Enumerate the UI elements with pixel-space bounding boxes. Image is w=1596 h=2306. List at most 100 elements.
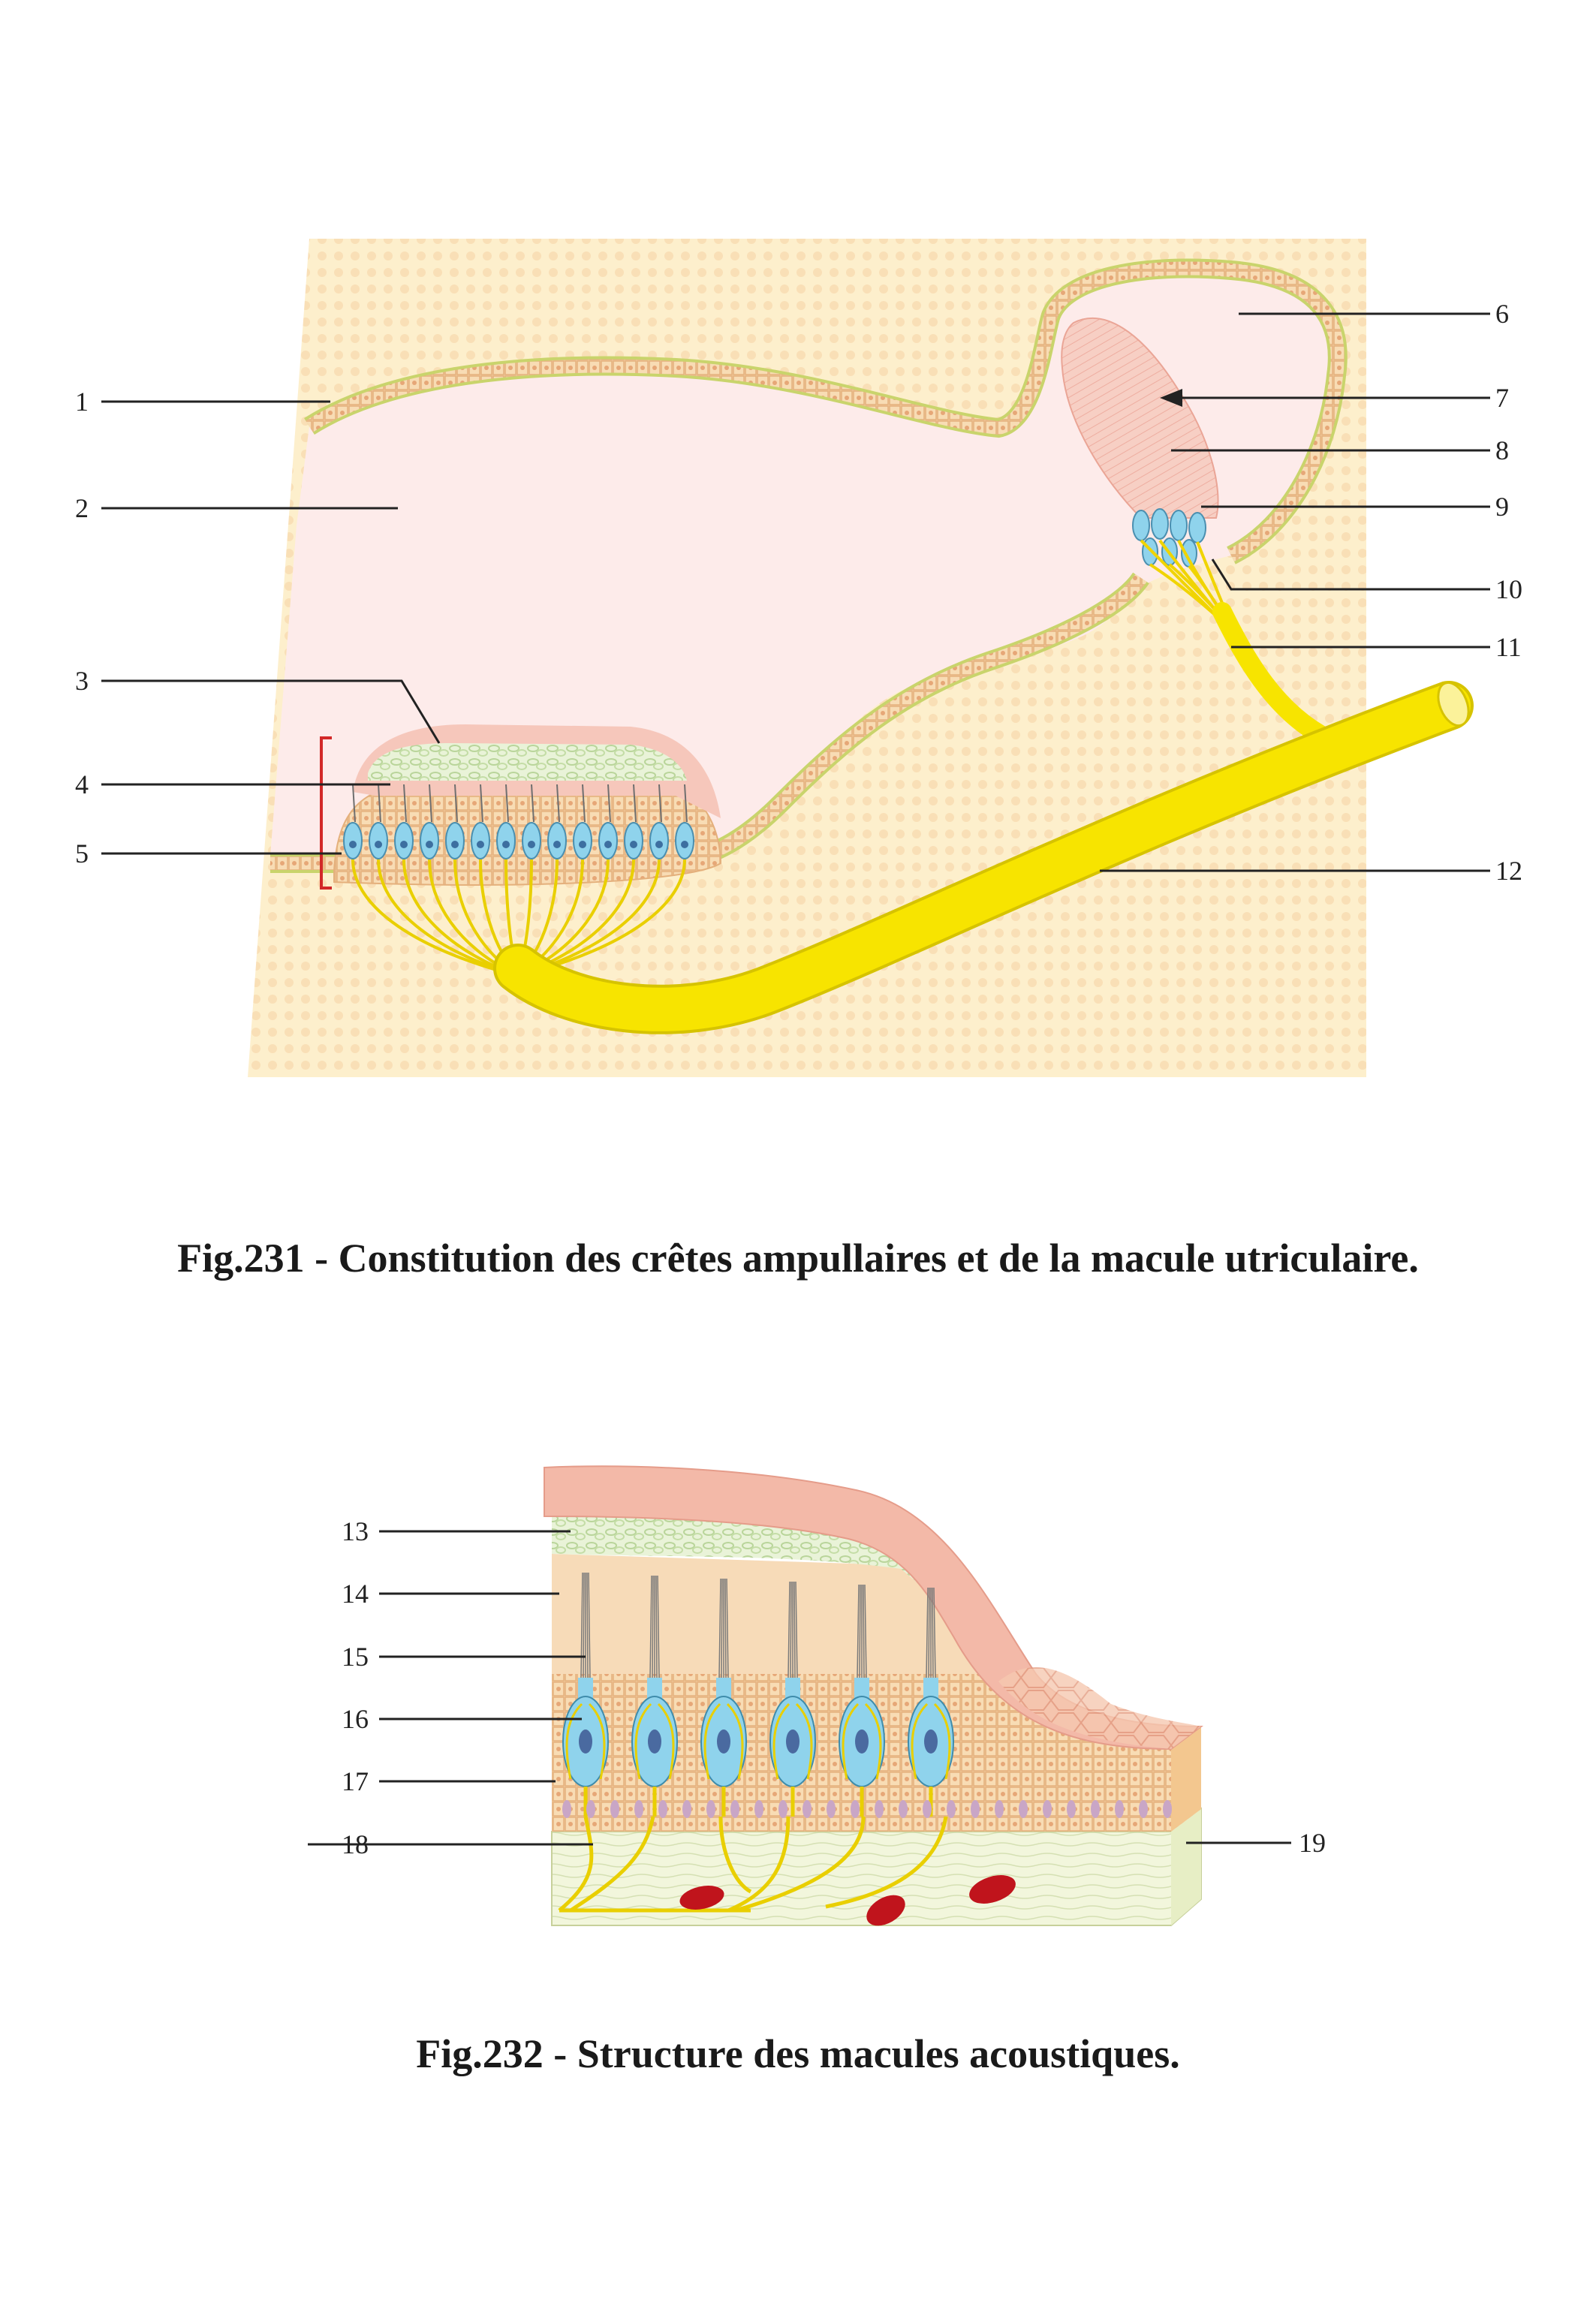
hair-cell-nucleus [786, 1730, 800, 1754]
stereocilium [864, 1584, 867, 1678]
stereocilia [684, 784, 688, 823]
stereocilia [429, 784, 432, 823]
figure-232-diagram [544, 1465, 1203, 1926]
crista-hair-cells [343, 784, 694, 859]
otolith-layer [552, 1513, 946, 1606]
label-4: 4 [75, 769, 89, 799]
afferent-nerve-fibers [558, 1816, 948, 1913]
supporting-cell-nucleus [706, 1800, 715, 1818]
hair-cell-nucleus [681, 841, 688, 848]
crista-fiber [402, 859, 519, 977]
label-5: 5 [75, 838, 89, 869]
nerve-calyx [911, 1702, 951, 1780]
macula-epithelium-side [1171, 1726, 1201, 1832]
crista-otolith-layer [368, 743, 687, 781]
supporting-cell-nucleus [730, 1800, 739, 1818]
supporting-cell-nucleus [1043, 1800, 1052, 1818]
stereocilia [480, 784, 483, 823]
stereocilium [718, 1578, 721, 1678]
supporting-cell-nucleus [947, 1800, 956, 1818]
label-16: 16 [342, 1704, 369, 1734]
macula-otolithic-membrane [1061, 318, 1219, 519]
label-7: 7 [1495, 383, 1509, 413]
label-11: 11 [1495, 632, 1522, 662]
label-12: 12 [1495, 856, 1522, 886]
label-10: 10 [1495, 574, 1522, 604]
supporting-cell-nucleus [610, 1800, 619, 1818]
utricular-nerve-branch [1212, 602, 1339, 749]
hair-cell-nucleus [648, 1730, 661, 1754]
supporting-cell-nucleus [1019, 1800, 1028, 1818]
figure-232-leaders [308, 1530, 1291, 1846]
figure-232-caption: Fig.232 - Structure des macules acoustiq… [416, 2031, 1180, 2076]
hair-cell-nucleus [579, 841, 586, 848]
stereocilium [857, 1584, 860, 1678]
supporting-cell-nucleus [995, 1800, 1004, 1818]
label-6: 6 [1495, 299, 1509, 329]
hair-cell-nucleus [349, 841, 357, 848]
stereocilium [657, 1575, 660, 1678]
stereocilia [556, 784, 560, 823]
supporting-cell-nucleus [778, 1800, 787, 1818]
supporting-cell-nucleus [682, 1800, 691, 1818]
supporting-cell-nucleus [586, 1800, 595, 1818]
figure-232-labels: 13 14 15 16 17 18 19 [342, 1516, 1326, 1859]
label-13: 13 [342, 1516, 369, 1546]
arrow-7-head [1160, 389, 1182, 407]
figure-231-diagram [248, 239, 1474, 1077]
supporting-cell-nucleus [1115, 1800, 1124, 1818]
label-17: 17 [342, 1766, 369, 1796]
stereocilia [607, 784, 611, 823]
sensory-epithelium-bracket [320, 736, 332, 890]
supporting-cell-nucleus [875, 1800, 884, 1818]
nerve-calyx [703, 1702, 744, 1780]
stereocilium [586, 1572, 589, 1678]
label-9: 9 [1495, 492, 1509, 522]
stereocilium [795, 1581, 798, 1678]
supporting-cell-nucleus [754, 1800, 763, 1818]
supporting-cell-nucleus [851, 1800, 860, 1818]
nerve-calyx [634, 1702, 675, 1780]
label-2: 2 [75, 493, 89, 523]
vestibular-nerve-trunk-fill [496, 684, 1471, 1031]
macula-block-side [1171, 1809, 1201, 1925]
hair-cell-nucleus [400, 841, 408, 848]
stereocilium [649, 1575, 652, 1678]
stereocilium [926, 1587, 929, 1678]
stereocilium [583, 1572, 585, 1678]
stereocilium [588, 1572, 591, 1678]
stereocilium [580, 1572, 583, 1678]
supporting-cell-nucleus [1139, 1800, 1148, 1818]
stereocilium [724, 1578, 727, 1678]
figure-231-leaders [101, 312, 1490, 872]
hair-cell-nucleus [855, 1730, 869, 1754]
crista-fiber [517, 859, 686, 977]
label-8: 8 [1495, 435, 1509, 465]
hair-cell-nucleus [924, 1730, 938, 1754]
hair-cell-nucleus [630, 841, 637, 848]
hair-cell-nucleus [477, 841, 484, 848]
supporting-cell-nucleus [923, 1800, 932, 1818]
membrane-scales [998, 1667, 1201, 1749]
stereocilium [932, 1587, 934, 1678]
nerve-calyx [772, 1702, 813, 1780]
figure-231-caption: Fig.231 - Constitution des crêtes ampull… [177, 1236, 1419, 1281]
membranous-wall-lower-cells [270, 573, 1147, 870]
stereocilia [352, 784, 356, 823]
stereocilium [721, 1578, 723, 1678]
supporting-cell-nucleus [634, 1800, 643, 1818]
stereocilia [454, 784, 458, 823]
stereocilia [505, 784, 509, 823]
supporting-cell-nucleus [562, 1800, 571, 1818]
membranous-wall-upper-cells [306, 261, 1345, 562]
stereocilia [658, 784, 662, 823]
stereocilia [403, 784, 407, 823]
hair-cell-nucleus [717, 1730, 730, 1754]
endolymph-lumen [270, 268, 1338, 865]
supporting-cell-nucleus [827, 1800, 836, 1818]
stereocilia [531, 784, 535, 823]
supporting-cell-nucleus [1067, 1800, 1076, 1818]
hair-cell-nucleus [528, 841, 535, 848]
figure-231-labels: 1 2 3 4 5 6 7 8 9 10 11 12 [75, 299, 1522, 886]
